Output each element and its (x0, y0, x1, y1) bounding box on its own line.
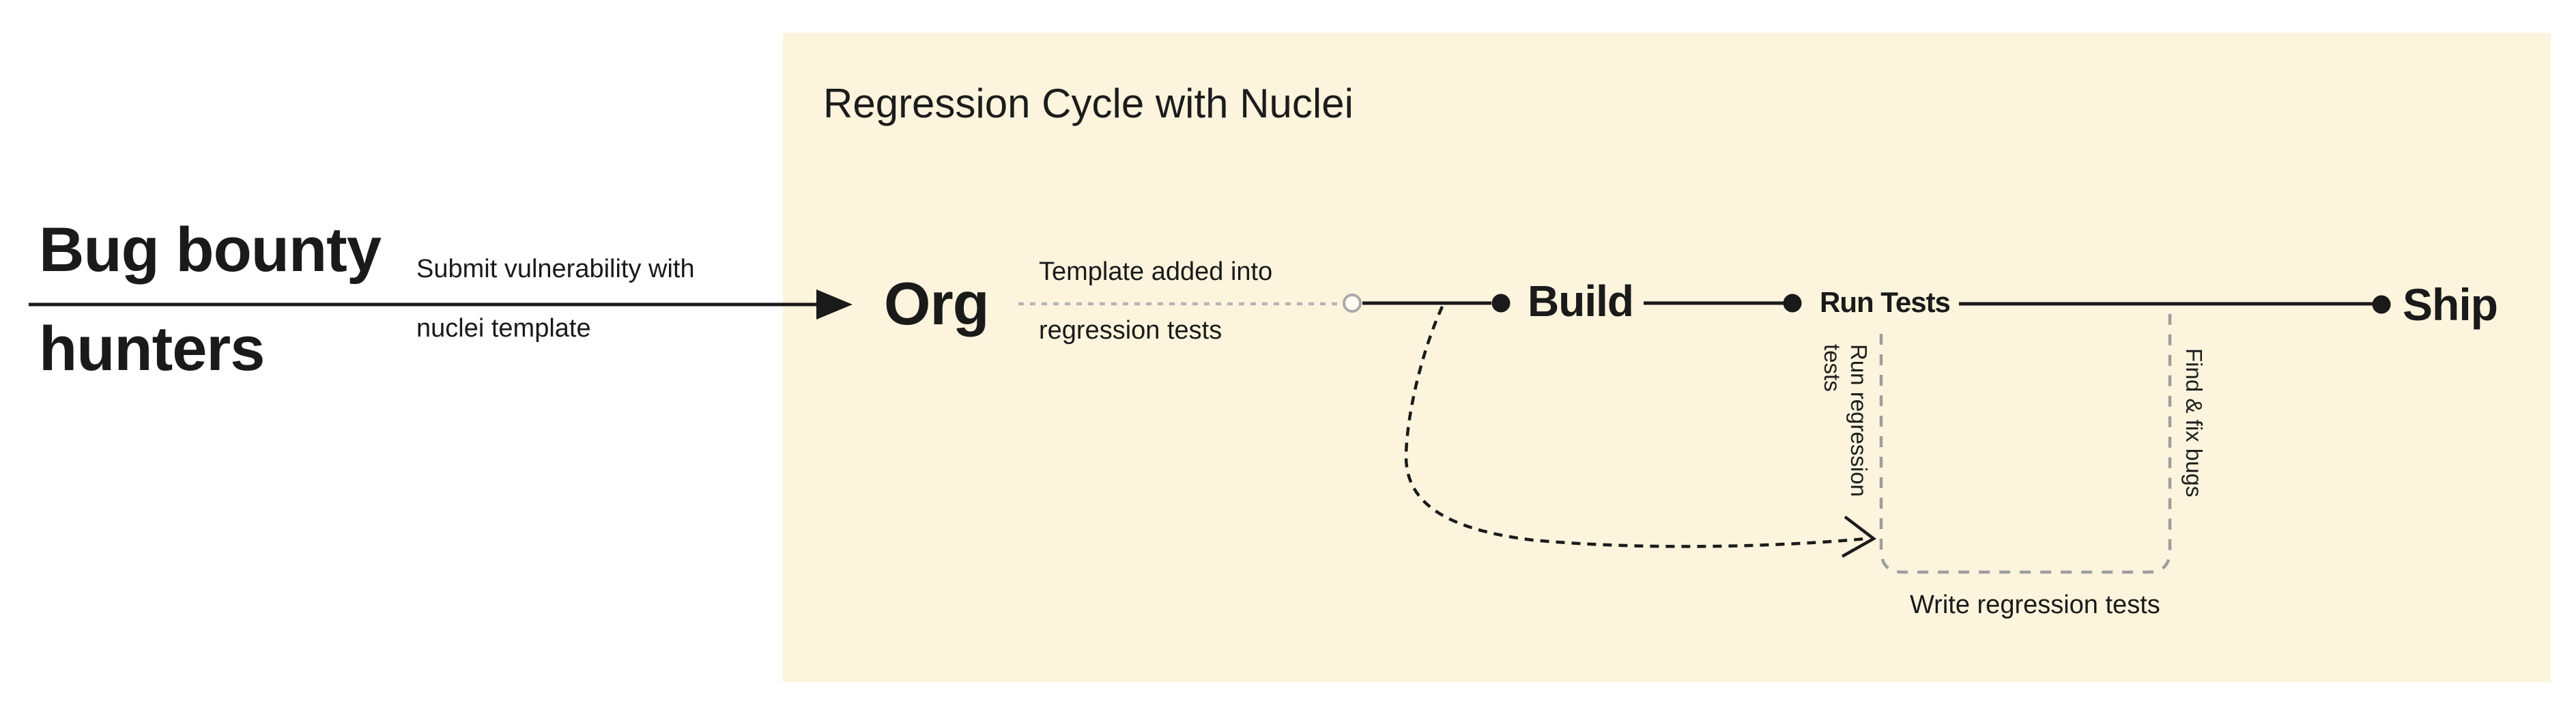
pipeline-start-circle-icon (1343, 294, 1362, 313)
node-label-build: Build (1528, 277, 1634, 326)
run-tests-node-dot-icon (1783, 294, 1802, 313)
submit-label-line2: nuclei template (416, 314, 591, 343)
build-node-dot-icon (1491, 294, 1511, 313)
node-label-run-tests: Run Tests (1820, 286, 1951, 318)
panel-title: Regression Cycle with Nuclei (823, 81, 1354, 126)
actor-label-line1: Bug bounty (39, 215, 382, 285)
regression-loop-dashed-path (1879, 309, 2172, 574)
find-and-fix-bugs-vertical-label: Find & fix bugs (2181, 348, 2207, 498)
actor-arrowhead-icon (816, 289, 853, 320)
node-label-org: Org (884, 270, 989, 337)
node-label-ship: Ship (2403, 279, 2498, 330)
write-regression-tests-label: Write regression tests (1910, 591, 2160, 619)
template-added-label-line2: regression tests (1039, 316, 1222, 345)
template-added-label-line1: Template added into (1039, 257, 1273, 286)
run-regression-tests-vertical-label: Run regression tests (1819, 344, 1872, 497)
ship-node-dot-icon (2372, 295, 2391, 314)
regression-cycle-panel (783, 33, 2551, 682)
actor-label-line2: hunters (39, 314, 265, 384)
feedback-curve-arrowhead-icon (1841, 515, 1877, 558)
submit-label-line1: Submit vulnerability with (416, 255, 695, 283)
feedback-dashed-curve (1404, 306, 1867, 548)
